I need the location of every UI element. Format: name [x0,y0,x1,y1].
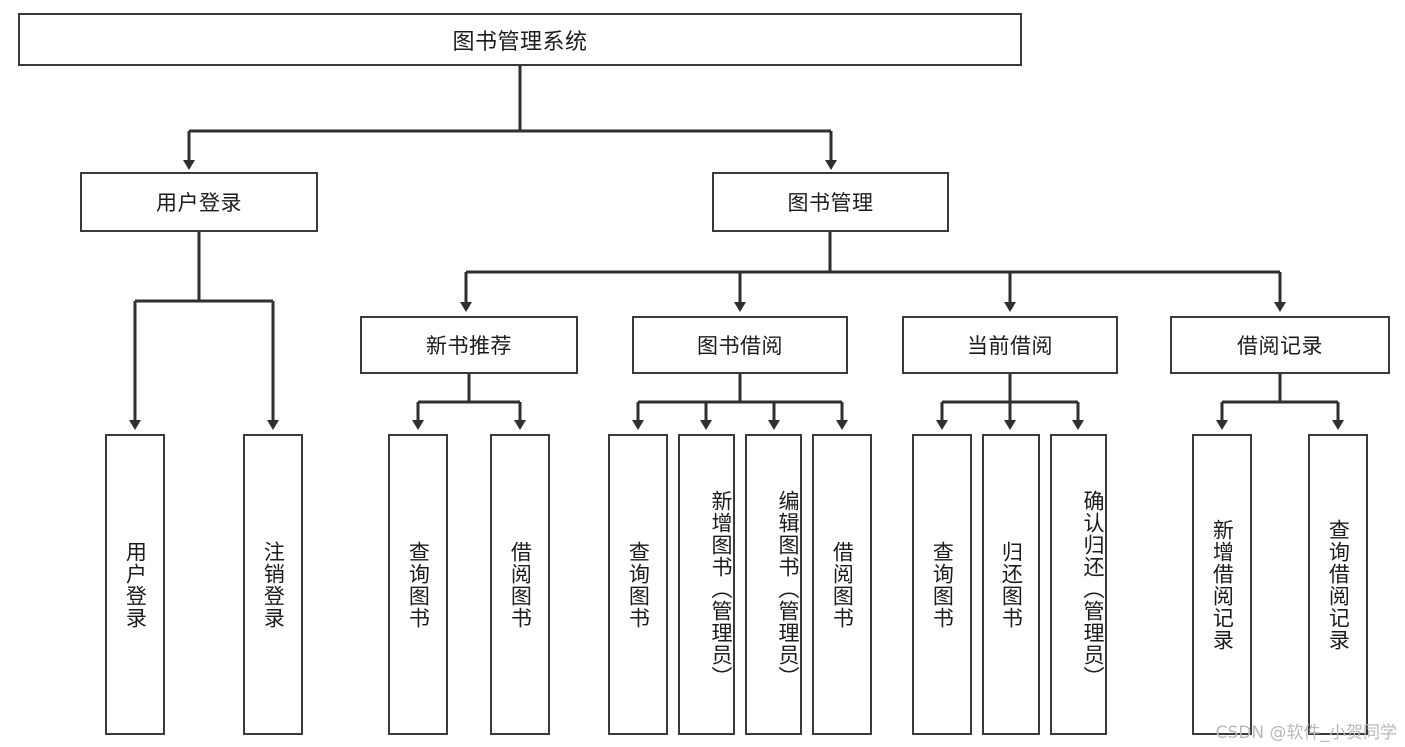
leaf-borrow-borrow-book[interactable]: 借阅图书 [812,434,872,735]
leaf-recommend-borrow-book[interactable]: 借阅图书 [490,434,550,735]
node-book-borrow[interactable]: 图书借阅 [632,316,848,374]
node-new-book-recommend[interactable]: 新书推荐 [360,316,578,374]
node-root-system[interactable]: 图书管理系统 [18,13,1022,66]
leaf-current-query-book[interactable]: 查询图书 [912,434,972,735]
leaf-record-add-borrow-record[interactable]: 新增借阅记录 [1192,434,1252,735]
leaf-current-confirm-return-admin[interactable]: 确认归还（管理员） [1050,434,1107,735]
node-current-borrow[interactable]: 当前借阅 [902,316,1118,374]
leaf-user-logout[interactable]: 注销登录 [243,434,303,735]
leaf-borrow-query-book[interactable]: 查询图书 [608,434,668,735]
node-user-login[interactable]: 用户登录 [80,172,318,232]
leaf-current-return-book[interactable]: 归还图书 [982,434,1040,735]
node-borrow-record[interactable]: 借阅记录 [1170,316,1390,374]
node-book-management[interactable]: 图书管理 [712,172,949,232]
leaf-record-query-borrow-record[interactable]: 查询借阅记录 [1308,434,1368,735]
leaf-recommend-query-book[interactable]: 查询图书 [388,434,448,735]
leaf-borrow-edit-book-admin[interactable]: 编辑图书（管理员） [745,434,802,735]
watermark-text: CSDN @软件_小贺同学 [1215,723,1397,743]
leaf-borrow-add-book-admin[interactable]: 新增图书（管理员） [678,434,735,735]
leaf-user-login[interactable]: 用户登录 [105,434,165,735]
